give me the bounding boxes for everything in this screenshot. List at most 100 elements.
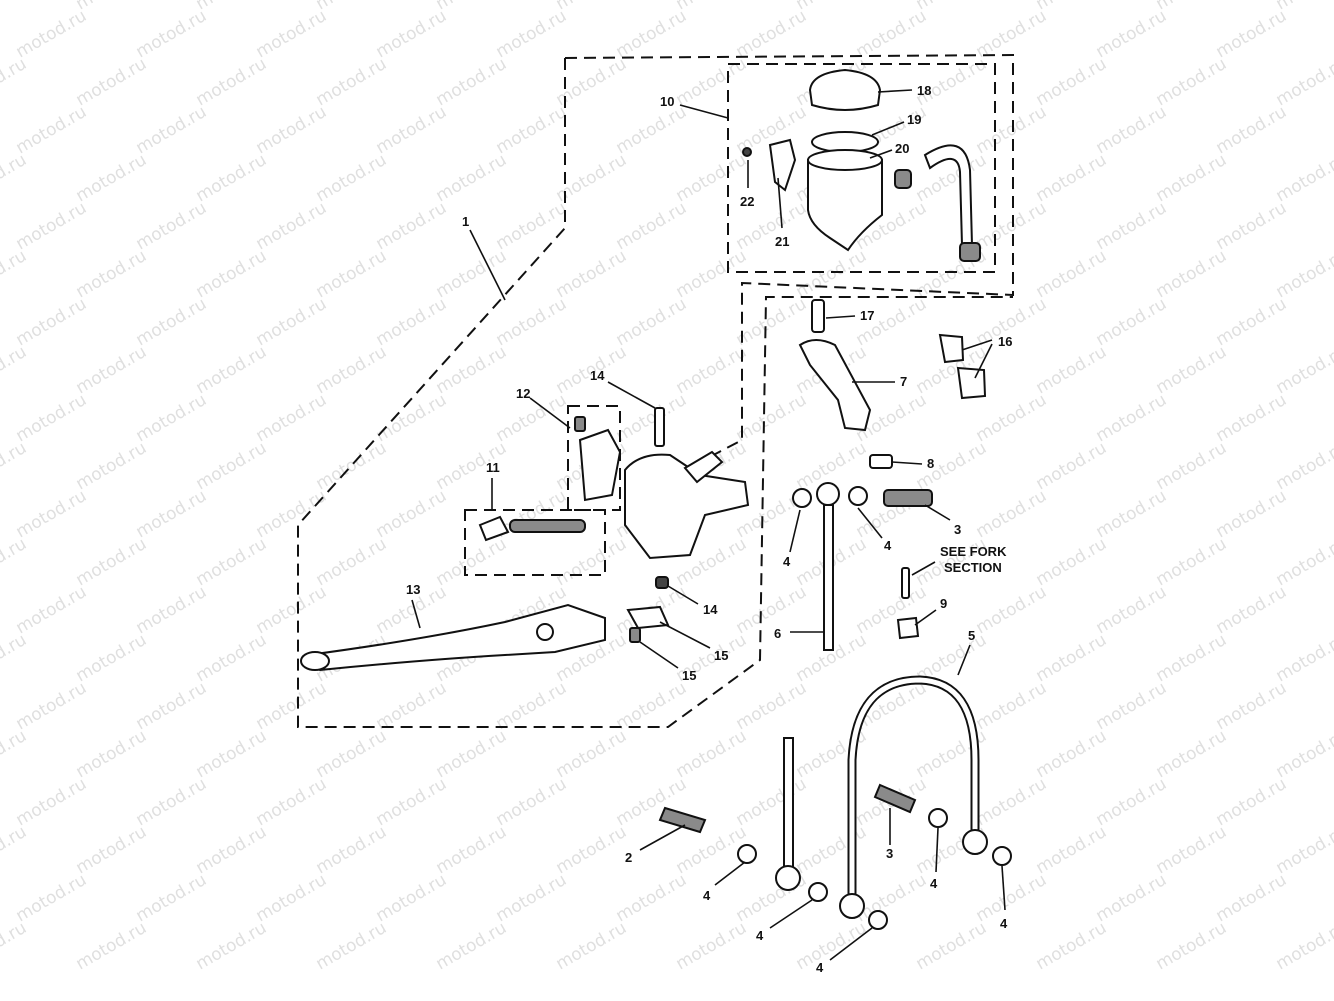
leader-21 bbox=[777, 177, 783, 229]
callout-8: 8 bbox=[927, 456, 934, 471]
watermark-text: motod.ru bbox=[1093, 390, 1171, 446]
banjo-bolt-upper bbox=[883, 489, 933, 507]
watermark-text: motod.ru bbox=[733, 582, 811, 638]
callout-14-lower: 14 bbox=[703, 602, 718, 617]
watermark-text: motod.ru bbox=[253, 6, 331, 62]
watermark-text: motod.ru bbox=[253, 102, 331, 158]
callout-20: 20 bbox=[895, 141, 909, 156]
watermark-text: motod.ru bbox=[193, 726, 271, 782]
leader-19 bbox=[871, 121, 905, 136]
leader-18 bbox=[877, 89, 913, 93]
watermark-text: motod.ru bbox=[133, 198, 211, 254]
callout-21: 21 bbox=[775, 234, 789, 249]
callout-2: 2 bbox=[625, 850, 632, 865]
watermark-text: motod.ru bbox=[0, 246, 30, 302]
watermark-text: motod.ru bbox=[1153, 342, 1231, 398]
callout-4-upper-left: 4 bbox=[783, 554, 791, 569]
watermark-text: motod.ru bbox=[133, 486, 211, 542]
watermark-text: motod.ru bbox=[1153, 534, 1231, 590]
watermark-text: motod.ru bbox=[1273, 822, 1334, 878]
watermark-text: motod.ru bbox=[433, 822, 511, 878]
watermark-text: motod.ru bbox=[193, 150, 271, 206]
watermark-text: motod.ru bbox=[553, 726, 631, 782]
piston-kit-boundary bbox=[464, 509, 606, 576]
watermark-text: motod.ru bbox=[0, 150, 30, 206]
watermark-text: motod.ru bbox=[433, 918, 511, 974]
washer-l2 bbox=[808, 882, 828, 902]
watermark-text: motod.ru bbox=[193, 630, 271, 686]
leader-4g bbox=[1001, 865, 1006, 911]
watermark-text: motod.ru bbox=[973, 774, 1051, 830]
watermark-text: motod.ru bbox=[73, 54, 151, 110]
leader-12 bbox=[529, 397, 571, 429]
watermark-text: motod.ru bbox=[613, 6, 691, 62]
watermark-text: motod.ru bbox=[493, 870, 571, 926]
watermark-text: motod.ru bbox=[673, 726, 751, 782]
watermark-text: motod.ru bbox=[133, 870, 211, 926]
watermark-text: motod.ru bbox=[73, 630, 151, 686]
watermark-text: motod.ru bbox=[73, 438, 151, 494]
watermark-text: motod.ru bbox=[733, 294, 811, 350]
washer-r1 bbox=[928, 808, 948, 828]
watermark-text: motod.ru bbox=[313, 246, 391, 302]
watermark-text: motod.ru bbox=[73, 822, 151, 878]
watermark-text: motod.ru bbox=[1213, 198, 1291, 254]
watermark-text: motod.ru bbox=[13, 870, 91, 926]
watermark-text: motod.ru bbox=[0, 0, 30, 14]
watermark-text: motod.ru bbox=[1273, 54, 1334, 110]
watermark-text: motod.ru bbox=[13, 6, 91, 62]
watermark-text: motod.ru bbox=[433, 534, 511, 590]
watermark-text: motod.ru bbox=[373, 198, 451, 254]
watermark-text: motod.ru bbox=[1033, 54, 1111, 110]
leader-lines bbox=[411, 89, 1006, 961]
watermark-text: motod.ru bbox=[0, 534, 30, 590]
callout-4-lower-5: 4 bbox=[1000, 916, 1008, 931]
watermark-text: motod.ru bbox=[853, 870, 931, 926]
watermark-text: motod.ru bbox=[493, 774, 571, 830]
watermark-text: motod.ru bbox=[793, 918, 871, 974]
watermark-text: motod.ru bbox=[0, 918, 30, 974]
watermark-text: motod.ru bbox=[553, 822, 631, 878]
watermark-text: motod.ru bbox=[433, 54, 511, 110]
watermark-text: motod.ru bbox=[253, 294, 331, 350]
watermark-text: motod.ru bbox=[373, 678, 451, 734]
watermark-text: motod.ru bbox=[1153, 0, 1231, 14]
note-line-1: SEE FORK bbox=[940, 544, 1007, 559]
watermark-text: motod.ru bbox=[973, 486, 1051, 542]
clamp-screw bbox=[574, 416, 586, 432]
watermark-text: motod.ru bbox=[253, 774, 331, 830]
hose-clip bbox=[894, 169, 912, 189]
brake-hose-loop-inner bbox=[849, 677, 978, 895]
watermark-text: motod.ru bbox=[853, 6, 931, 62]
watermark-text: motod.ru bbox=[193, 0, 271, 14]
watermark-text: motod.ru bbox=[673, 54, 751, 110]
watermark-text: motod.ru bbox=[253, 486, 331, 542]
watermark-text: motod.ru bbox=[1093, 582, 1171, 638]
watermark-text: motod.ru bbox=[373, 774, 451, 830]
bracket-screw bbox=[742, 147, 752, 157]
watermark-text: motod.ru bbox=[1273, 918, 1334, 974]
watermark-text: motod.ru bbox=[613, 390, 691, 446]
watermark-text: motod.ru bbox=[1213, 678, 1291, 734]
washer-upper-a bbox=[792, 488, 812, 508]
handlebar-clamp bbox=[578, 428, 622, 502]
reservoir-assembly bbox=[742, 68, 981, 262]
watermark-text: motod.ru bbox=[0, 54, 30, 110]
watermark-text: motod.ru bbox=[433, 246, 511, 302]
watermark-text: motod.ru bbox=[973, 678, 1051, 734]
callout-10: 10 bbox=[660, 94, 674, 109]
watermark-text: motod.ru bbox=[793, 0, 871, 14]
watermark-text: motod.ru bbox=[13, 390, 91, 446]
watermark-text: motod.ru bbox=[1273, 342, 1334, 398]
leader-15a bbox=[659, 621, 711, 649]
leader-4d bbox=[769, 899, 813, 929]
watermark-text: motod.ru bbox=[973, 102, 1051, 158]
leader-4b bbox=[857, 507, 883, 539]
watermark-text: motod.ru bbox=[1093, 294, 1171, 350]
watermark-text: motod.ru bbox=[193, 534, 271, 590]
watermark-text: motod.ru bbox=[193, 246, 271, 302]
watermark-text: motod.ru bbox=[13, 678, 91, 734]
watermark-text: motod.ru bbox=[1033, 918, 1111, 974]
cylinder-bolt bbox=[654, 407, 665, 447]
watermark-text: motod.ru bbox=[133, 6, 211, 62]
